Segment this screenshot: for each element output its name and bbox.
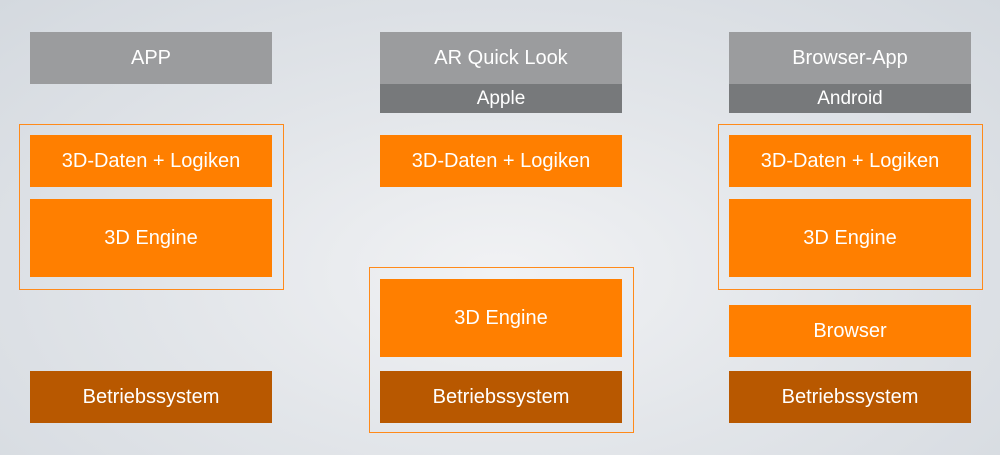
app-os-block: Betriebssystem	[30, 371, 272, 423]
app-bundle-outline	[19, 124, 284, 290]
android-subheader: Android	[729, 84, 971, 113]
ar-3d-data-block: 3D-Daten + Logiken	[380, 135, 622, 187]
ar-3d-engine-block: 3D Engine	[380, 279, 622, 357]
ar-system-outline	[369, 267, 634, 433]
browser-block: Browser	[729, 305, 971, 357]
browser-app-header: Browser-App	[729, 32, 971, 84]
browser-os-block: Betriebssystem	[729, 371, 971, 423]
app-3d-data-block: 3D-Daten + Logiken	[30, 135, 272, 187]
apple-subheader: Apple	[380, 84, 622, 113]
browser-3d-data-block: 3D-Daten + Logiken	[729, 135, 971, 187]
browser-app-bundle-outline	[718, 124, 983, 290]
app-3d-engine-block: 3D Engine	[30, 199, 272, 277]
app-header: APP	[30, 32, 272, 84]
ar-quick-look-header: AR Quick Look	[380, 32, 622, 84]
browser-3d-engine-block: 3D Engine	[729, 199, 971, 277]
ar-os-block: Betriebssystem	[380, 371, 622, 423]
